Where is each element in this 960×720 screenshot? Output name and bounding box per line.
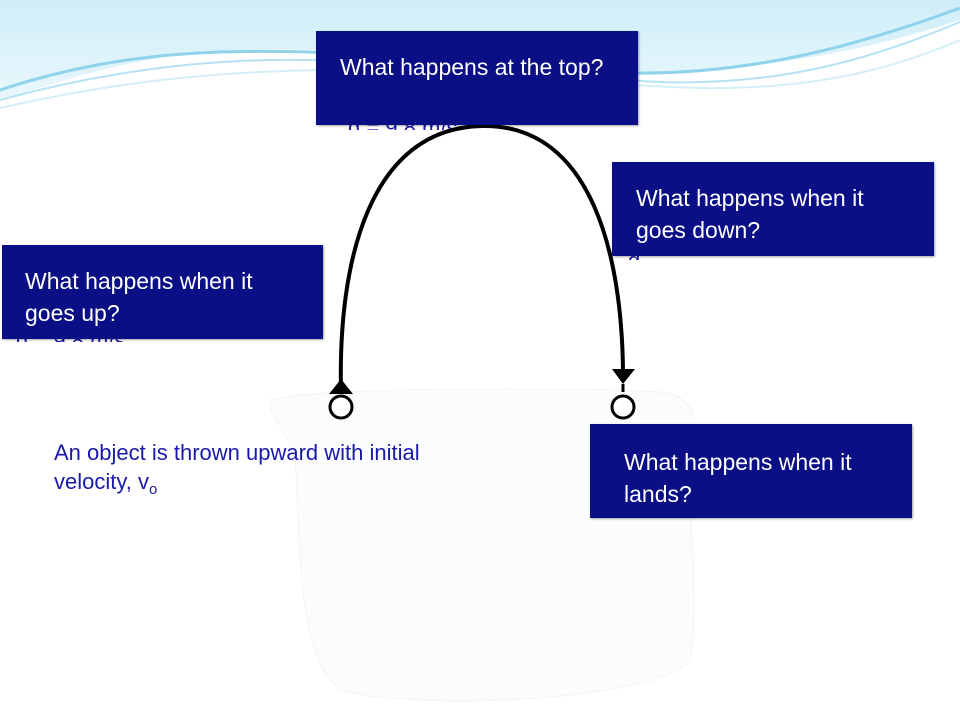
description-main: An object is thrown upward with initial … bbox=[54, 440, 420, 494]
trajectory-arc bbox=[338, 123, 625, 391]
question-box-down: What happens when it goes down? bbox=[612, 162, 934, 256]
question-top-text: What happens at the top? bbox=[340, 54, 604, 80]
question-up-text: What happens when it goes up? bbox=[25, 268, 253, 326]
down-arrow-icon bbox=[612, 369, 635, 384]
question-box-top: What happens at the top? bbox=[316, 31, 638, 125]
end-position-circle bbox=[610, 394, 636, 420]
question-box-up: What happens when it goes up? bbox=[2, 245, 323, 339]
question-lands-text: What happens when it lands? bbox=[624, 449, 852, 507]
description-subscript: o bbox=[148, 481, 158, 498]
description-text: An object is thrown upward with initial … bbox=[54, 438, 454, 504]
start-position-circle bbox=[328, 394, 354, 420]
question-down-text: What happens when it goes down? bbox=[636, 185, 864, 243]
question-box-lands: What happens when it lands? bbox=[590, 424, 912, 518]
up-arrow-icon bbox=[329, 379, 353, 394]
